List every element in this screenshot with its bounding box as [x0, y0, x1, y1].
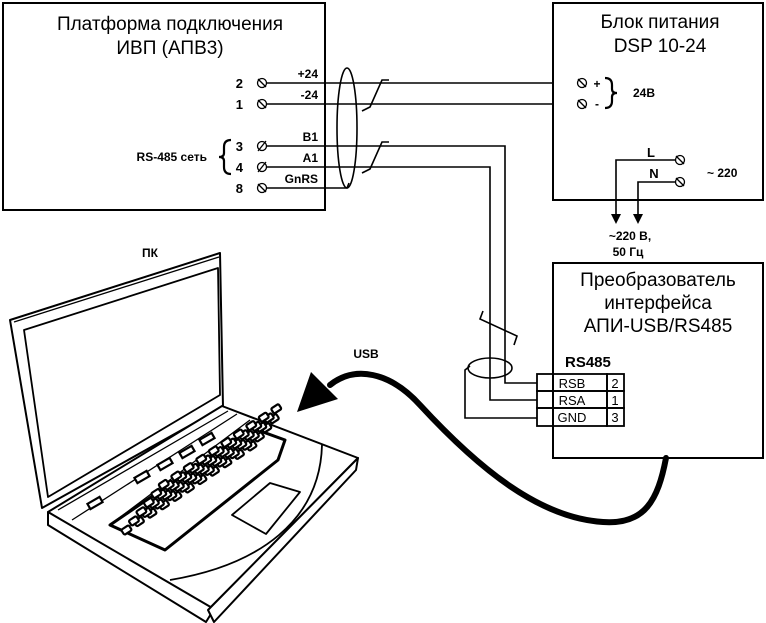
keyboard-key: [135, 506, 148, 518]
mains-label-line1: ~220 В,: [609, 229, 651, 243]
laptop-palmrest-top: [114, 419, 251, 522]
pin-name-gnd: GND: [558, 410, 587, 425]
rs485-port-label: RS485: [565, 354, 611, 371]
wires: [267, 67, 578, 419]
keyboard-key: [170, 470, 183, 482]
converter-title-line2: интерфейса: [604, 293, 712, 314]
arrow-down-icon: [611, 214, 621, 224]
screw-terminal-icon: [256, 161, 268, 173]
laptop-function-keys: [85, 431, 217, 511]
keyboard-key: [270, 403, 283, 415]
wire-shield-gnd: [464, 365, 537, 419]
ac-terminal-l-label: L: [647, 145, 655, 160]
keyboard-keys: [120, 403, 283, 536]
signal-label-a1: A1: [303, 151, 319, 165]
terminal-number-1: 1: [236, 97, 243, 112]
laptop-palmrest-curve: [169, 444, 323, 581]
screw-terminal-icon: [256, 182, 268, 194]
signal-label-b1: B1: [303, 130, 319, 144]
usb-label: USB: [353, 347, 379, 361]
screw-terminal-icon: [674, 176, 686, 188]
dc-brace: [604, 76, 618, 110]
screw-terminal-icon: [674, 154, 686, 166]
twisted-pair-mark-rs485-lower: [478, 310, 518, 346]
rs485-network-label: RS-485 сеть: [137, 150, 207, 164]
wire-mains-n: [637, 181, 675, 220]
rs485-pin-table: RSB 2 RSA 1 GND 3: [536, 373, 625, 427]
ups-platform-block: Платформа подключения ИВП (АПВ3) 2 1 3 4…: [2, 2, 326, 211]
converter-title-line1: Преобразователь: [580, 270, 736, 291]
keyboard-key: [120, 524, 133, 536]
power-supply-title-line1: Блок питания: [600, 12, 719, 33]
pc-laptop: ПК: [9, 246, 359, 623]
keyboard-key: [195, 453, 208, 465]
laptop-keyboard: [108, 403, 287, 552]
signal-label-minus24: -24: [301, 88, 319, 102]
screw-terminal-icon: [576, 98, 588, 110]
power-supply-frame: [552, 2, 764, 201]
ups-platform-frame: [2, 2, 326, 211]
usb-cable: USB: [297, 347, 669, 526]
keyboard-key: [207, 445, 220, 457]
keyboard-key: [182, 462, 195, 474]
keyboard-key: [245, 420, 258, 432]
arrow-down-icon: [633, 214, 643, 224]
terminal-number-4: 4: [236, 160, 244, 175]
keyboard-key: [257, 411, 270, 423]
converter-title-line3: АПИ-USB/RS485: [584, 316, 733, 337]
dc-voltage-label: 24В: [633, 86, 655, 100]
twisted-pair-mark-power: [361, 79, 389, 112]
keyboard-key: [220, 436, 233, 448]
wire-a1-rsa: [267, 166, 537, 401]
usb-cable-line: [327, 370, 669, 526]
wire-mains-l: [615, 159, 675, 220]
pin-name-rsa: RSA: [559, 393, 586, 408]
keyboard-key: [150, 488, 163, 500]
signal-label-gnrs: GnRS: [285, 172, 318, 186]
screw-terminal-icon: [576, 77, 588, 89]
dc-minus-label: -: [595, 97, 599, 111]
terminal-number-8: 8: [236, 181, 243, 196]
laptop-hinge: [57, 410, 229, 511]
laptop-lid-edge: [13, 256, 220, 323]
laptop-screen: [23, 267, 221, 498]
keyboard-key: [128, 515, 140, 527]
screw-terminal-icon: [256, 77, 268, 89]
ups-platform-title-line2: ИВП (АПВ3): [116, 38, 223, 59]
power-supply-title-line2: DSP 10-24: [614, 36, 707, 57]
pin-number-rsb: 2: [611, 376, 618, 391]
mains-label-line2: 50 Гц: [613, 245, 644, 259]
laptop-base-side: [207, 457, 359, 623]
cable-shield-ellipse: [336, 67, 358, 189]
keyboard-key: [157, 478, 170, 490]
rs485-brace: [218, 138, 232, 176]
converter-block: Преобразователь интерфейса АПИ-USB/RS485…: [536, 262, 764, 459]
laptop-base-front: [47, 511, 215, 623]
wire-b1-rsb: [267, 145, 537, 384]
keyboard-key: [142, 497, 155, 509]
ac-voltage-label: ~ 220: [707, 166, 738, 180]
power-supply-block: Блок питания DSP 10-24 + - 24В L N ~ 220…: [552, 2, 764, 259]
pin-number-rsa: 1: [611, 393, 618, 408]
screw-terminal-icon: [256, 98, 268, 110]
usb-arrow-icon: [297, 372, 338, 412]
pc-label: ПК: [142, 246, 159, 260]
ups-platform-title-line1: Платформа подключения: [57, 14, 283, 35]
dc-plus-label: +: [593, 77, 600, 91]
screw-terminal-icon: [256, 140, 268, 152]
signal-label-plus24: +24: [298, 67, 319, 81]
ac-terminal-n-label: N: [649, 166, 658, 181]
laptop-touchpad: [231, 482, 301, 535]
keyboard-key: [232, 428, 245, 440]
terminal-number-2: 2: [236, 76, 243, 91]
twisted-pair-mark-rs485: [361, 141, 389, 174]
pin-name-rsb: RSB: [559, 376, 586, 391]
pin-number-gnd: 3: [611, 410, 618, 425]
terminal-number-3: 3: [236, 139, 243, 154]
